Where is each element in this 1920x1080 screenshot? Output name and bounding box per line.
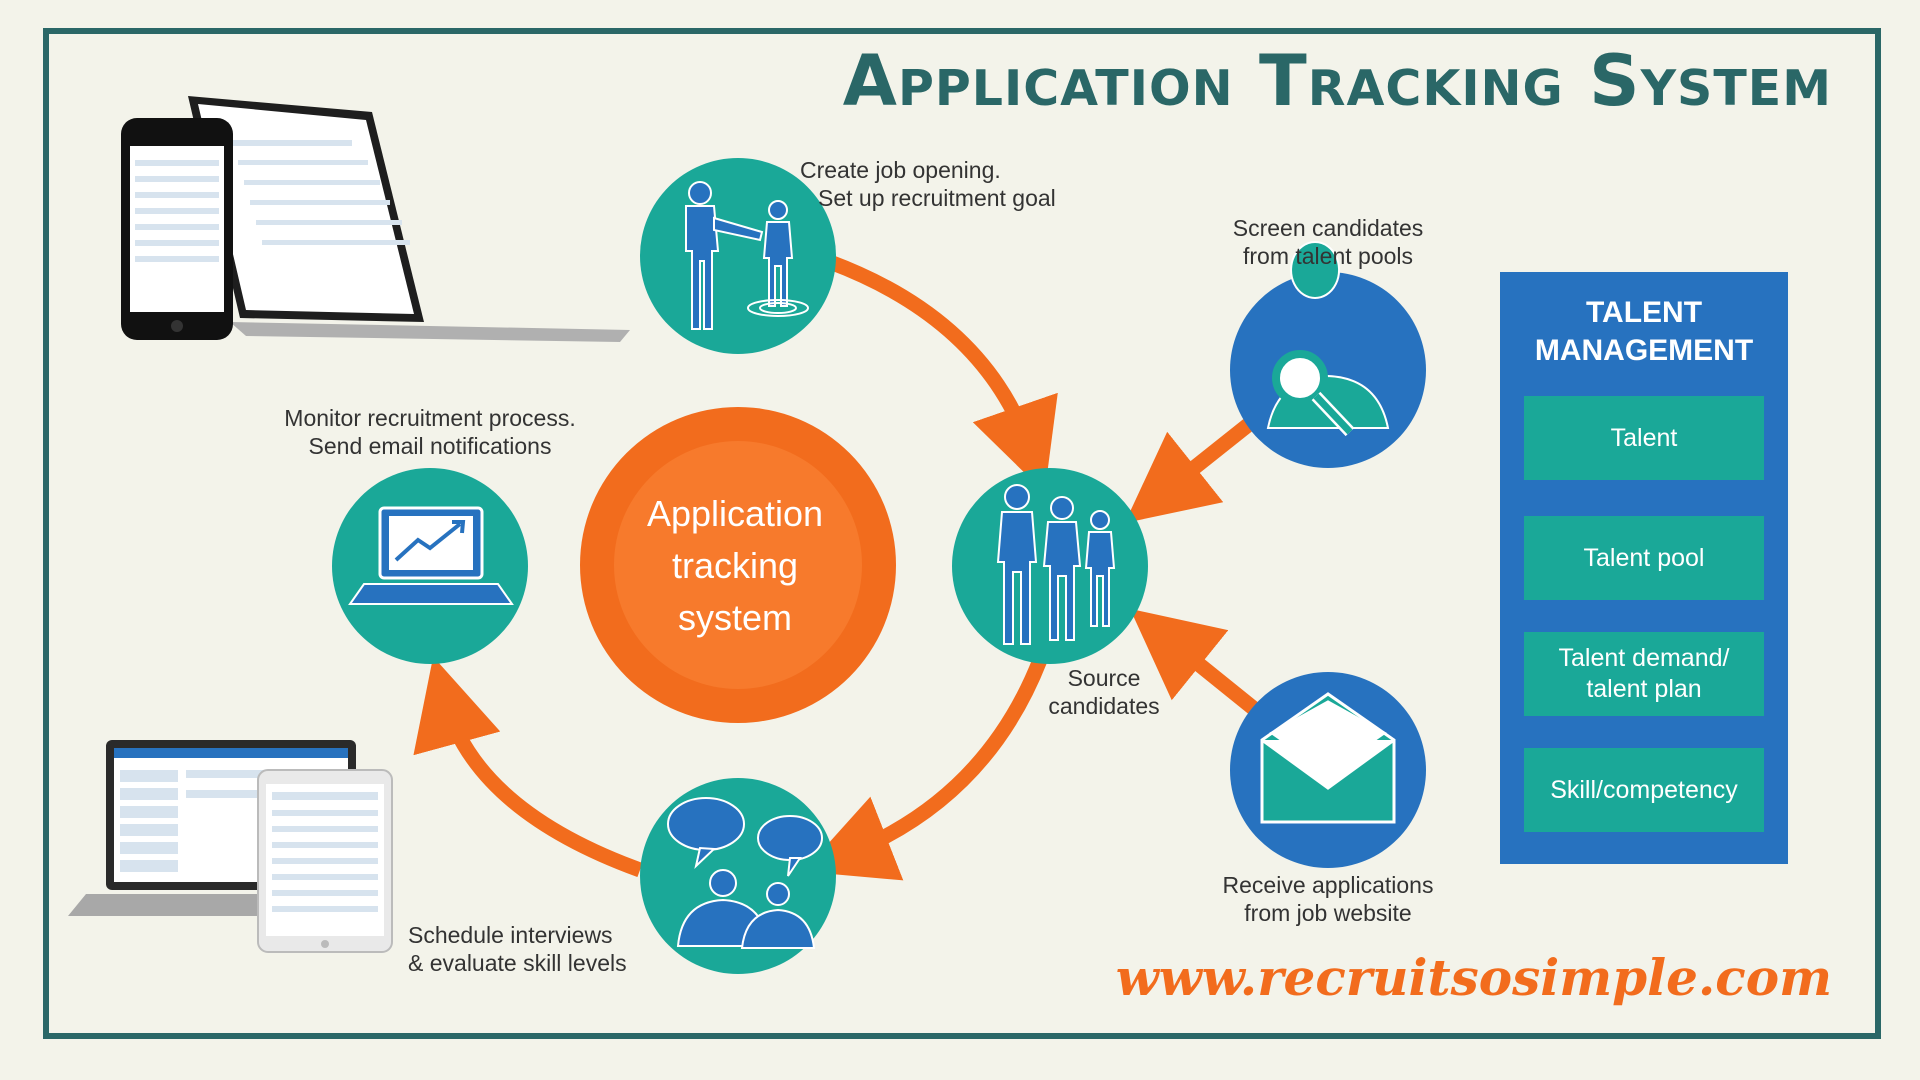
- create-job-node: [640, 158, 836, 354]
- arrow-schedule-to-monitor: [413, 656, 643, 878]
- source-label: Source candidates: [1048, 665, 1160, 719]
- panel-item-talent-demand[interactable]: Talent demand/ talent plan: [1524, 632, 1764, 716]
- create-job-label: Create job opening. Set up recruitment g…: [800, 157, 1056, 211]
- source-candidates-node: [952, 468, 1148, 664]
- envelope-icon: [1260, 692, 1396, 824]
- panel-item-skill-competency[interactable]: Skill/competency: [1524, 748, 1764, 832]
- panel-title: TALENT MANAGEMENT: [1534, 296, 1754, 367]
- screen-candidates-node: [1230, 241, 1426, 468]
- receive-applications-node: [1230, 672, 1426, 868]
- magnifier-person-icon: [1266, 241, 1390, 437]
- schedule-label: Schedule interviews & evaluate skill lev…: [408, 922, 627, 976]
- panel-item-talent-pool[interactable]: Talent pool: [1524, 516, 1764, 600]
- panel-item-talent[interactable]: Talent: [1524, 396, 1764, 480]
- center-label: Application tracking system: [646, 493, 824, 638]
- schedule-interviews-node: [640, 778, 836, 974]
- arrow-screen-to-source: [1124, 419, 1253, 524]
- monitor-label: Monitor recruitment process. Send email …: [284, 405, 576, 459]
- arrow-receive-to-source: [1129, 608, 1263, 718]
- chat-people-icon: [667, 797, 823, 949]
- monitor-node: [332, 468, 528, 664]
- laptop-chart-icon: [348, 506, 514, 605]
- screen-label: Screen candidates from talent pools: [1232, 215, 1424, 269]
- laptop-phone-illustration: [121, 96, 630, 342]
- website-url[interactable]: www.recruitsosimple.com: [1115, 948, 1832, 1007]
- laptop-tablet-illustration: [68, 740, 393, 953]
- handshake-people-icon: [685, 181, 809, 330]
- arrow-source-to-schedule: [803, 657, 1047, 881]
- group-people-icon: [996, 484, 1116, 645]
- page-title: Application Tracking System: [842, 40, 1832, 122]
- border-frame: [43, 28, 1881, 1039]
- receive-label: Receive applications from job website: [1222, 872, 1434, 926]
- talent-management-panel: TALENT MANAGEMENT Talent Talent pool Tal…: [1500, 272, 1788, 864]
- arrow-create-to-source: [827, 254, 1058, 493]
